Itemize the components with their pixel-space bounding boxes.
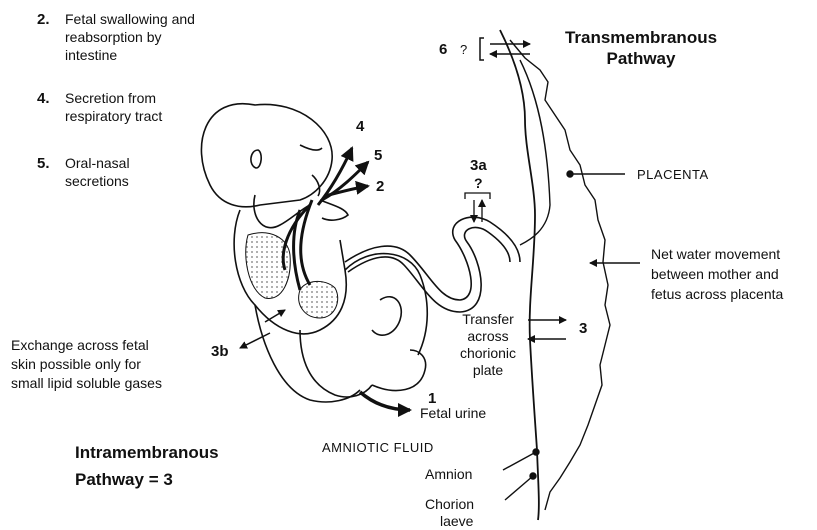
label-6-question: ? (460, 41, 467, 58)
transfer-line-3: chorionic (448, 345, 528, 362)
route-5-number: 5. (37, 155, 50, 172)
route-2-line-2: reabsorption by (65, 29, 162, 46)
transfer-label: Transfer across chorionic plate (448, 311, 528, 379)
net-water-line-1: Net water movement (651, 246, 780, 263)
chorion-label-line-1: Chorion (425, 496, 474, 513)
route-4-line-2: respiratory tract (65, 108, 162, 125)
exchange-line-2: skin possible only for (11, 356, 141, 373)
chorion-label-line-2: laeve (440, 513, 473, 530)
label-3b: 3b (211, 343, 229, 360)
route-2-line-1: Fetal swallowing and (65, 11, 195, 28)
transfer-line-4: plate (448, 362, 528, 379)
umbilical-cord (345, 217, 520, 312)
label-4: 4 (356, 118, 364, 135)
label-5: 5 (374, 147, 382, 164)
intramembranous-line-1: Intramembranous (75, 440, 219, 466)
transfer-line-1: Transfer (448, 311, 528, 328)
transmembranous-title: Transmembranous Pathway (548, 27, 734, 69)
fetal-urine-label: Fetal urine (420, 405, 486, 422)
route-4-line-1: Secretion from (65, 90, 156, 107)
intestine-shading (299, 281, 338, 318)
route-2-line-3: intestine (65, 47, 117, 64)
transmembranous-title-line-2: Pathway (548, 48, 734, 69)
label-3: 3 (579, 320, 587, 337)
label-3a-question: ? (474, 175, 483, 192)
exchange-line-1: Exchange across fetal (11, 337, 149, 354)
route-5-line-1: Oral-nasal (65, 155, 130, 172)
transmembranous-title-line-1: Transmembranous (548, 27, 734, 48)
amnion-label: Amnion (425, 466, 472, 483)
route-2-number: 2. (37, 11, 50, 28)
net-water-line-3: fetus across placenta (651, 286, 783, 303)
label-6: 6 (439, 41, 447, 58)
label-3a: 3a (470, 157, 487, 174)
amnion-line (500, 30, 539, 520)
route-4-number: 4. (37, 90, 50, 107)
route-5-line-2: secretions (65, 173, 129, 190)
transfer-line-2: across (448, 328, 528, 345)
fetus-illustration (201, 104, 427, 402)
net-water-line-2: between mother and (651, 266, 779, 283)
skin-exchange-arrows (240, 310, 285, 348)
urine-arrow (360, 392, 410, 410)
placenta-label: PLACENTA (637, 166, 709, 183)
label-2: 2 (376, 178, 384, 195)
exchange-line-3: small lipid soluble gases (11, 375, 162, 392)
amniotic-fluid-label: AMNIOTIC FLUID (322, 439, 434, 456)
intramembranous-line-2: Pathway = 3 (75, 467, 173, 493)
